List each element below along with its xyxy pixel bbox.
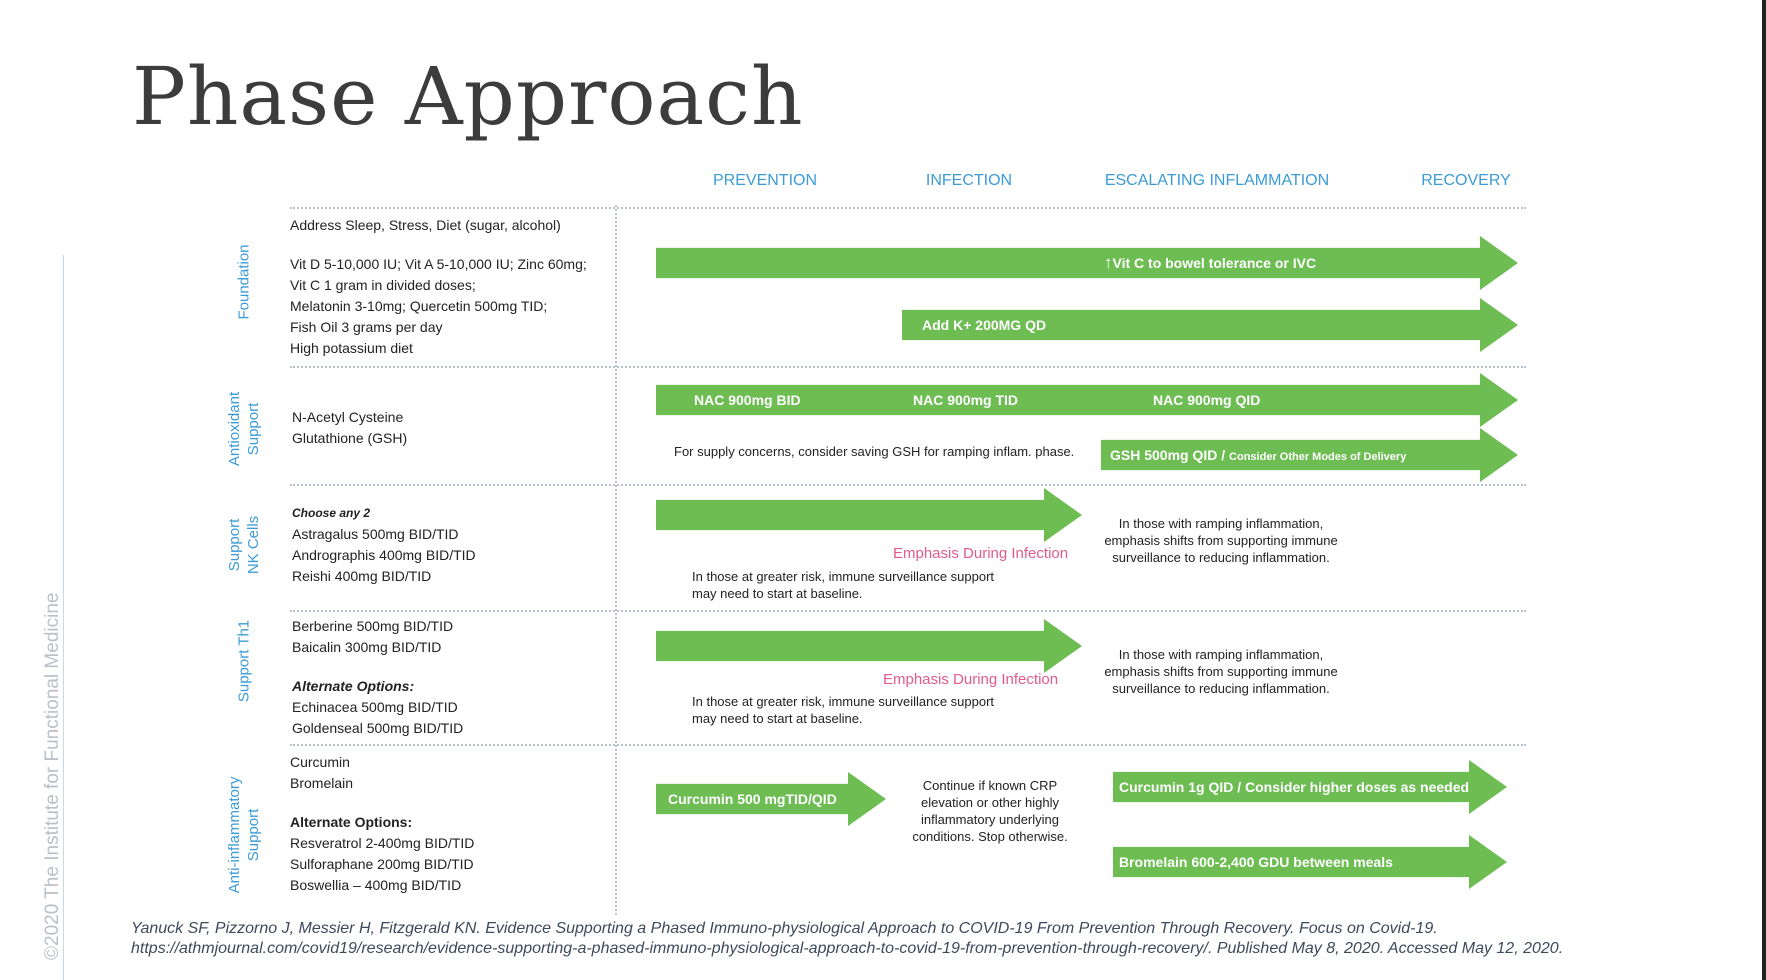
- grid-line: [290, 744, 1526, 746]
- bromelain-arrow: Bromelain 600-2,400 GDU between meals: [1113, 835, 1507, 889]
- list-item: N-Acetyl Cysteine: [292, 409, 404, 425]
- arrow-label: Vit C to bowel tolerance or IVC: [1112, 255, 1317, 271]
- nk-risk-note: In those at greater risk, immune surveil…: [692, 569, 995, 601]
- curcumin-500-arrow: Curcumin 500 mgTID/QID: [656, 772, 886, 826]
- vitc-arrow: ↑Vit C to bowel tolerance or IVC: [656, 236, 1518, 290]
- citation-line: Yanuck SF, Pizzorno J, Messier H, Fitzge…: [131, 920, 1438, 937]
- list-item: Address Sleep, Stress, Diet (sugar, alco…: [290, 217, 561, 233]
- page-title: Phase Approach: [132, 50, 804, 143]
- copyright-text: ©2020 The Institute for Functional Medic…: [42, 592, 63, 960]
- grid-line: [290, 207, 1526, 209]
- potassium-arrow: Add K+ 200MG QD: [902, 298, 1518, 352]
- list-item: Resveratrol 2-400mg BID/TID: [290, 835, 475, 851]
- list-item: Berberine 500mg BID/TID: [292, 618, 454, 634]
- nk-arrow: [656, 488, 1082, 542]
- arrow-label: Curcumin 1g QID / Consider higher doses …: [1119, 779, 1470, 795]
- gsh-supply-note: For supply concerns, consider saving GSH…: [674, 444, 1075, 459]
- phase-prevention: PREVENTION: [712, 172, 818, 189]
- list-header: Choose any 2: [292, 506, 371, 520]
- list-item: Astragalus 500mg BID/TID: [292, 526, 459, 542]
- arrow-label: Add K+ 200MG QD: [922, 317, 1047, 333]
- foundation-list: Address Sleep, Stress, Diet (sugar, alco…: [290, 215, 587, 359]
- list-item: Bromelain: [290, 775, 354, 791]
- nac-tid-label: NAC 900mg TID: [913, 392, 1019, 408]
- emphasis-label: Emphasis During Infection: [883, 671, 1059, 688]
- th1-arrow: [656, 619, 1082, 673]
- list-item: Reishi 400mg BID/TID: [292, 568, 432, 584]
- grid-line: [290, 610, 1526, 612]
- list-item: Sulforaphane 200mg BID/TID: [290, 856, 474, 872]
- nac-bid-label: NAC 900mg BID: [694, 392, 801, 408]
- arrow-sublabel: Consider Other Modes of Delivery: [1229, 451, 1407, 463]
- citation-url: https://athmjournal.com/covid19/research…: [131, 940, 1564, 957]
- grid-line: [290, 484, 1526, 486]
- list-item: High potassium diet: [290, 340, 413, 356]
- nk-list: Choose any 2 Astragalus 500mg BID/TID An…: [292, 503, 476, 587]
- list-item: Goldenseal 500mg BID/TID: [292, 720, 464, 736]
- arrow-label: GSH 500mg QID /: [1110, 447, 1230, 463]
- nac-qid-label: NAC 900mg QID: [1153, 392, 1261, 408]
- list-item: Andrographis 400mg BID/TID: [292, 547, 476, 563]
- phase-recovery: RECOVERY: [1421, 172, 1511, 189]
- th1-list: Berberine 500mg BID/TID Baicalin 300mg B…: [292, 616, 463, 739]
- list-item: Vit C 1 gram in divided doses;: [290, 277, 476, 293]
- list-item: Echinacea 500mg BID/TID: [292, 699, 458, 715]
- citation: Yanuck SF, Pizzorno J, Messier H, Fitzge…: [131, 919, 1563, 959]
- window-edge: [1762, 0, 1766, 980]
- nac-arrow: NAC 900mg BID NAC 900mg TID NAC 900mg QI…: [656, 373, 1518, 427]
- crp-note: Continue if known CRP elevation or other…: [912, 778, 1068, 844]
- phase-escalating-inflammation: ESCALATING INFLAMMATION: [1104, 172, 1330, 189]
- phase-infection: INFECTION: [925, 172, 1013, 189]
- list-item: Glutathione (GSH): [292, 430, 408, 446]
- up-arrow-icon: ↑: [1104, 253, 1113, 272]
- grid-line: [290, 366, 1526, 368]
- nk-ramping-note: In those with ramping inflammation, emph…: [1104, 516, 1338, 565]
- curcumin-1g-arrow: Curcumin 1g QID / Consider higher doses …: [1113, 760, 1507, 814]
- arrow-label: Curcumin 500 mgTID/QID: [668, 791, 837, 807]
- list-header: Alternate Options:: [292, 678, 415, 694]
- list-item: Baicalin 300mg BID/TID: [292, 639, 442, 655]
- gsh-arrow: GSH 500mg QID / Consider Other Modes of …: [1101, 428, 1518, 482]
- side-rule: [63, 255, 64, 980]
- list-item: Melatonin 3-10mg; Quercetin 500mg TID;: [290, 298, 548, 314]
- grid-divider: [615, 205, 617, 915]
- anti-inflammatory-list: Curcumin Bromelain Alternate Options: Re…: [290, 752, 474, 896]
- list-item: Boswellia – 400mg BID/TID: [290, 877, 462, 893]
- emphasis-label: Emphasis During Infection: [893, 545, 1069, 562]
- arrow-label: Bromelain 600-2,400 GDU between meals: [1119, 854, 1393, 870]
- list-item: Vit D 5-10,000 IU; Vit A 5-10,000 IU; Zi…: [290, 256, 587, 272]
- th1-risk-note: In those at greater risk, immune surveil…: [692, 694, 995, 726]
- list-header: Alternate Options:: [290, 814, 413, 830]
- th1-ramping-note: In those with ramping inflammation, emph…: [1104, 647, 1338, 696]
- list-item: Fish Oil 3 grams per day: [290, 319, 443, 335]
- antioxidant-list: N-Acetyl Cysteine Glutathione (GSH): [292, 407, 407, 449]
- list-item: Curcumin: [290, 754, 350, 770]
